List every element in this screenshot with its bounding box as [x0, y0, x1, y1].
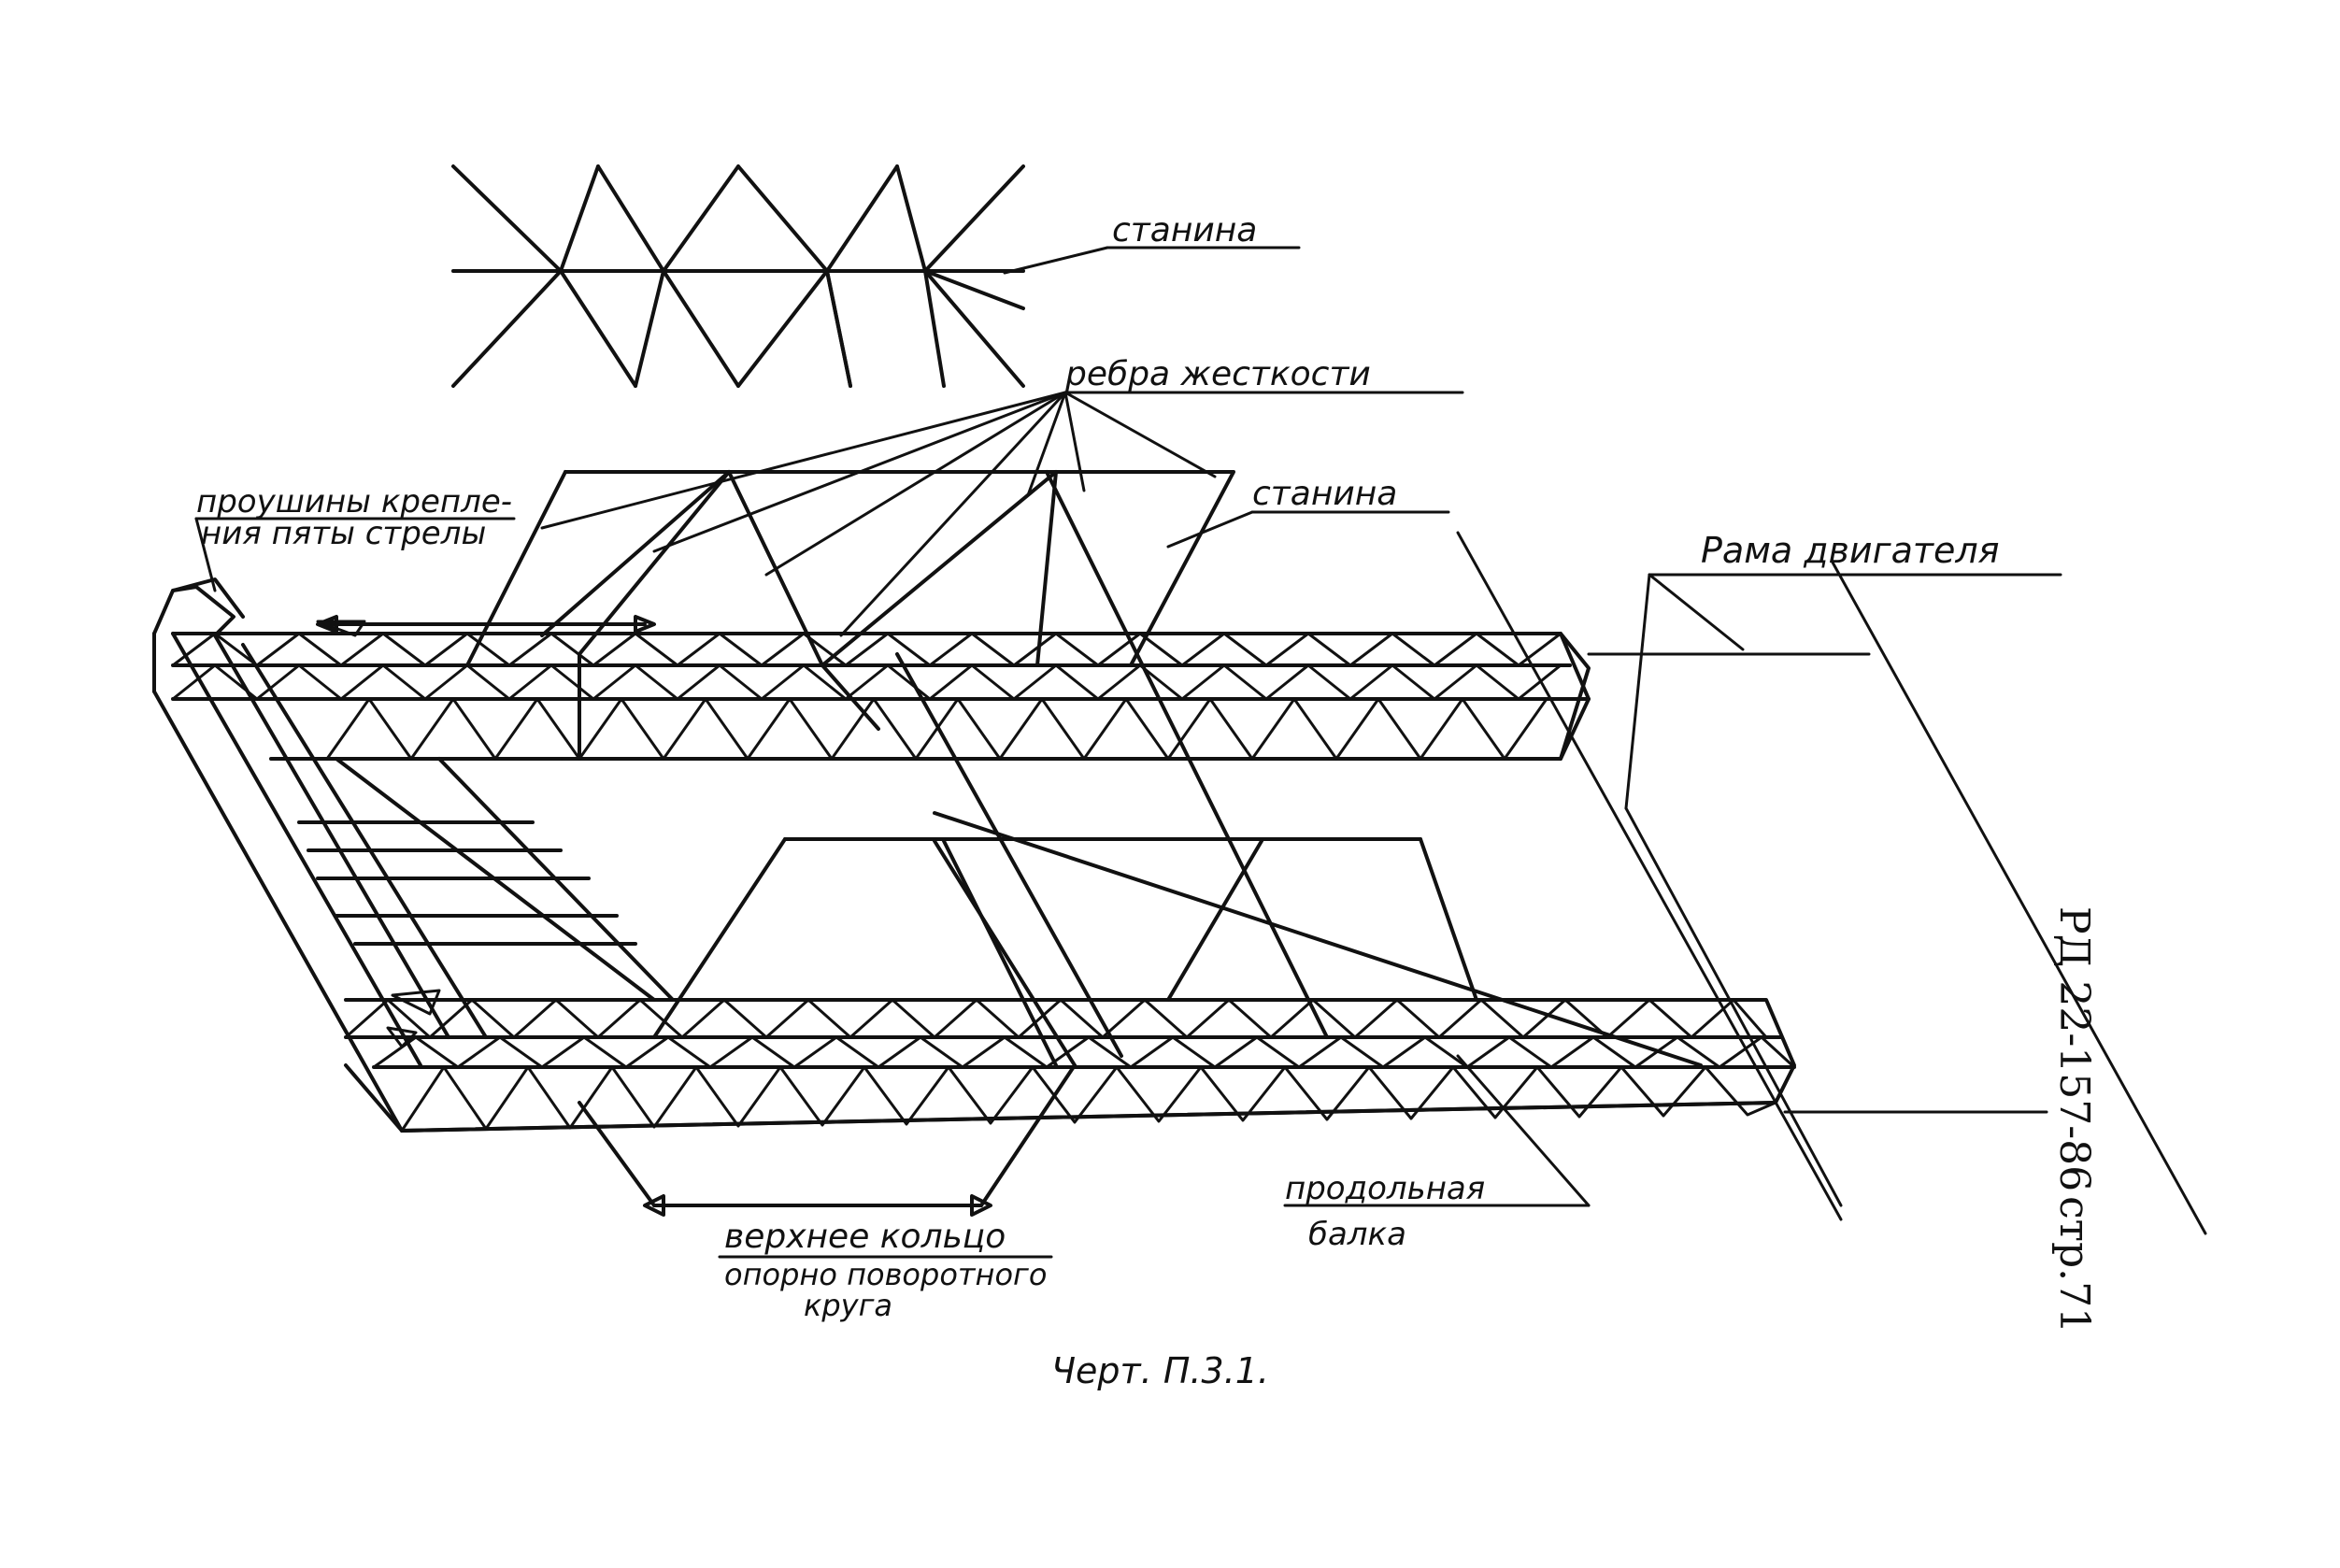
stamp-doc: РД 22-157-86 — [2050, 906, 2098, 1191]
label-rebra: ребра жесткости — [1064, 355, 1371, 393]
lower-beam — [344, 998, 1796, 1133]
label-koltso-2: опорно поворотного — [724, 1257, 1047, 1292]
label-prodolnaya-2: балка — [1308, 1216, 1406, 1253]
label-rama: Рама двигателя — [1701, 530, 2000, 571]
stamp-page: стр.71 — [2050, 1196, 2098, 1333]
lower-beam-lattice — [344, 998, 1796, 1133]
labels: станина ребра жесткости проушины крепле-… — [196, 211, 2000, 1391]
stanina-plan-view — [451, 164, 1025, 388]
end-beam — [152, 577, 488, 1133]
label-prouchiny-1: проушины крепле- — [196, 483, 512, 520]
leader-lines — [194, 246, 2207, 1259]
label-prouchiny-2: ния пяты стрелы — [201, 515, 486, 552]
stanina-iso — [465, 470, 1703, 1067]
upper-beam-lattice — [171, 632, 1562, 761]
label-prodolnaya-1: продольная — [1285, 1170, 1485, 1207]
label-stanina-mid: станина — [1252, 475, 1397, 513]
slewing-ring — [316, 615, 1077, 1217]
label-koltso-1: верхнее кольцо — [724, 1218, 1006, 1256]
end-beam-webs — [269, 757, 675, 1002]
frame-iso-view — [152, 470, 1796, 1217]
label-koltso-3: круга — [804, 1288, 892, 1323]
upper-beam — [171, 632, 1591, 761]
document-stamp: РД 22-157-86 стр.71 — [2050, 906, 2098, 1333]
caption: Черт. П.3.1. — [1051, 1350, 1269, 1391]
label-stanina-top: станина — [1112, 211, 1257, 249]
boom-heel-lugs — [316, 620, 441, 1048]
